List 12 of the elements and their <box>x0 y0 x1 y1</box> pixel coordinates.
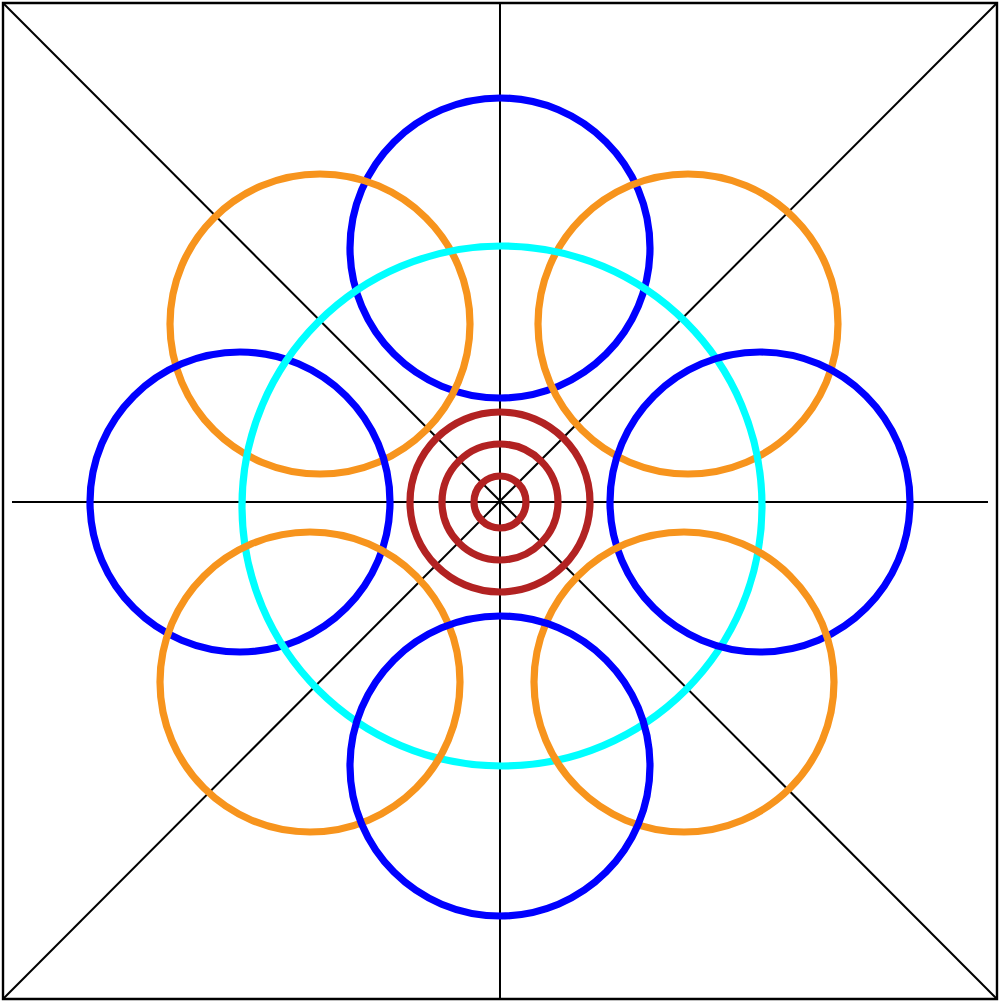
circle-outline <box>534 170 842 478</box>
circle-outline <box>86 348 394 656</box>
circle-outline <box>606 348 914 656</box>
circle-outline <box>346 612 654 920</box>
circle-outline <box>166 170 474 478</box>
circle-outline <box>346 94 654 402</box>
circle-outline <box>438 440 562 564</box>
circle-outline <box>530 528 838 836</box>
circle-outline <box>238 242 766 770</box>
circle-outline <box>406 408 594 596</box>
circle-outline <box>156 528 464 836</box>
circle-outline <box>470 472 530 532</box>
